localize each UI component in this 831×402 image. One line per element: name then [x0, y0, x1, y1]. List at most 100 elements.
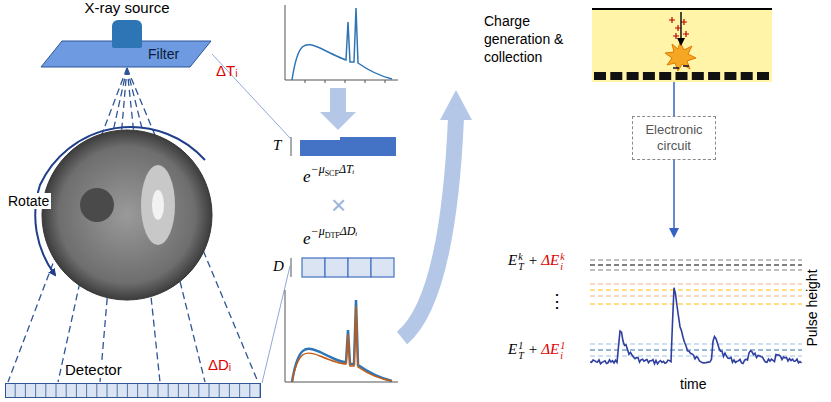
photon-arrow: [677, 38, 685, 46]
pixel-electrode: [627, 72, 639, 80]
formula-part: −μ: [311, 224, 325, 238]
leader-line: [212, 54, 290, 138]
top-electrode: [592, 8, 772, 10]
detector-cells: [5, 383, 261, 398]
formula-part: DTF: [325, 231, 340, 240]
formula-part: 1: [560, 341, 565, 351]
detector-cell: [107, 383, 108, 398]
rotate-label: Rotate: [6, 193, 51, 209]
phantom-insert: [141, 165, 175, 245]
threshold-line: [590, 296, 802, 297]
threshold-line: [590, 304, 802, 305]
formula-part: ΔE: [541, 341, 559, 357]
hole-mark: [683, 31, 689, 37]
times-sign: ×: [331, 190, 346, 221]
pixel-electrode: [610, 72, 622, 80]
pixel-electrode: [708, 72, 720, 80]
formula: e−μDTFΔDᵢ: [303, 224, 357, 249]
index-stack: 1T: [518, 341, 524, 361]
formula-part: k: [518, 252, 524, 262]
detector-cell: [249, 383, 250, 398]
formula-part: e: [303, 167, 311, 186]
detector-cell: [86, 383, 87, 398]
pixel-electrode: [757, 72, 769, 80]
detector-cell: [198, 383, 199, 398]
pulse-waveform: [590, 236, 805, 376]
formula-part: ΔE: [541, 252, 559, 268]
ellipsis: ⋮: [548, 290, 566, 312]
delta-label: ΔTᵢ: [216, 62, 238, 79]
dimension-label: T: [273, 137, 281, 154]
node-label: Filter: [148, 46, 179, 62]
detector-cell: [25, 383, 26, 398]
formula: e−μSCFΔTᵢ: [303, 162, 355, 187]
formula-part: e: [303, 229, 311, 248]
detector-cell: [76, 383, 77, 398]
hole-mark: [681, 19, 687, 25]
beam-lines: [8, 68, 258, 382]
detector-cell: [127, 383, 128, 398]
plate-shape: [41, 41, 211, 67]
formula-part: T: [518, 262, 524, 272]
rotate-arrow: [35, 127, 205, 275]
threshold-line: [590, 350, 802, 351]
charge-burst: [665, 42, 696, 71]
detector-cell: [168, 383, 169, 398]
detector-cell: [35, 383, 36, 398]
detector-cell: [158, 383, 159, 398]
electron-mark: [683, 65, 689, 66]
formula-part: +: [529, 341, 537, 357]
node-label: Charge generation & collection: [484, 12, 586, 66]
dimension: [291, 258, 292, 277]
formula-part: 1: [518, 341, 524, 351]
detector-cell: [117, 383, 118, 398]
electron-mark: [673, 67, 679, 68]
phantom: [42, 130, 212, 300]
formula-subscript: DTF: [325, 231, 340, 240]
sensor: [592, 8, 772, 82]
pixel-electrode: [741, 72, 753, 80]
charge-illustration: [592, 8, 772, 82]
formula-part: ΔTᵢ: [339, 162, 355, 176]
charge-box: Charge generation & collection: [592, 8, 772, 82]
threshold-label: EkT+ΔEki: [508, 252, 566, 272]
filter-thickness: [300, 137, 396, 156]
spectrum-bottom: [285, 290, 398, 382]
pixel-electrode: [594, 72, 606, 80]
detector-cell: [45, 383, 46, 398]
formula-part: k: [560, 252, 564, 262]
threshold-line: [590, 284, 802, 285]
threshold-line: [590, 260, 802, 261]
detector-cell: [239, 383, 240, 398]
index-stack: 1i: [560, 341, 565, 361]
connector: [673, 82, 675, 116]
axis-label: time: [680, 376, 706, 392]
detector-cell: [188, 383, 189, 398]
pulse-trace: [590, 288, 802, 364]
detector-cell: [137, 383, 138, 398]
formula-part: T: [518, 351, 524, 361]
detector-cell: [209, 383, 210, 398]
pixel-electrode: [676, 72, 688, 80]
formula-part: ΔDᵢ: [340, 224, 358, 238]
axis-label: Pulse height: [804, 269, 820, 346]
formula-part: SCF: [325, 169, 339, 178]
phantom-insert: [152, 190, 164, 220]
pixel-electrode: [659, 72, 671, 80]
formula-part: +: [529, 252, 537, 268]
connector: [673, 160, 675, 236]
detector-cell: [260, 383, 261, 398]
index-stack: ki: [560, 252, 564, 272]
threshold-line: [590, 265, 802, 266]
flow-arrow: [320, 88, 356, 130]
dimension: [291, 137, 292, 156]
formula-part: i: [560, 351, 565, 361]
pixel-electrode: [643, 72, 655, 80]
formula-exponent: −μDTFΔDᵢ: [311, 224, 358, 238]
pixel-electrode: [692, 72, 704, 80]
threshold-label: E1T+ΔE1i: [508, 341, 566, 361]
node-label: Electronic circuit: [639, 122, 709, 154]
threshold-line: [590, 290, 802, 291]
circuit-box: Electronic circuit: [632, 116, 716, 160]
leader-line: [262, 266, 290, 383]
